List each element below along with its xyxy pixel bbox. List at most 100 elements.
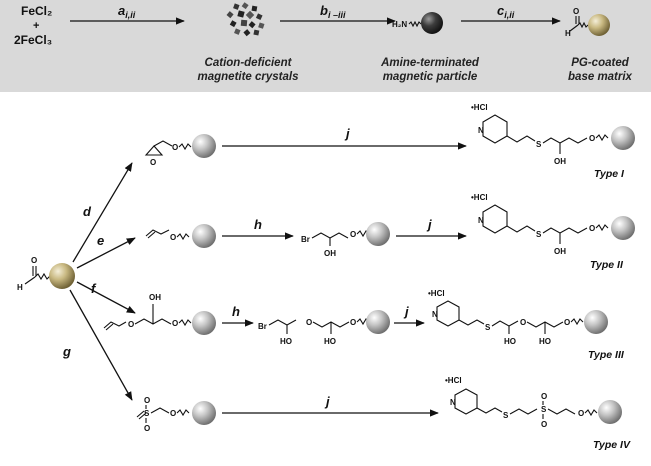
type1-bead [611,126,635,150]
sulfone-o-top-4b: O [541,392,547,401]
row1-step-j: j [344,126,350,141]
synthesis-band [0,0,651,92]
type-3-label: Type III [588,349,625,361]
hydroxyl-3a: OH [149,293,161,302]
caption-amine-line2: magnetic particle [383,71,478,83]
caption-magnetite-line2: magnetite crystals [198,71,299,83]
ether-oxygen-2c: O [589,224,595,233]
step-f-label: f [91,281,97,296]
aldehyde-linker [577,21,589,29]
row2-step-h: h [254,217,262,232]
allyl-bead-3 [192,311,216,335]
ether-oxygen-1: O [172,143,178,152]
step-g-label: g [62,344,71,359]
amine-particle-bead [421,12,443,34]
amine-group-label: H₂N [392,20,407,29]
start-pg-bead [49,263,75,289]
row2-step-j: j [426,217,432,232]
bromine-2: Br [301,235,310,244]
caption-pg-line2: base matrix [568,71,633,83]
allyl-bead-2 [192,224,216,248]
row-type-1: O O j •HCl N S OH O Type I [144,103,635,180]
sulfone-o-top-4: O [144,396,150,405]
allyl-chain-3 [103,321,127,329]
sulfur-3: S [485,323,491,332]
hydroxyl-2b: OH [554,247,566,256]
sulfone-s-4b: S [541,405,547,414]
aldehyde-bead-start: O H [17,256,75,292]
ether-oxygen-3a: O [128,320,134,329]
hcl-salt-2: •HCl [471,193,488,202]
type4-bead [598,400,622,424]
sulfone-s-4: S [144,409,150,418]
reactant-fecl3: 2FeCl₃ [14,33,52,47]
row3-step-j: j [403,304,409,319]
step-c-label: ci,ii [497,3,515,20]
hydroxyl-3d: HO [504,337,516,346]
reactant-fecl2: FeCl₂ [21,4,52,18]
ether-oxygen-3d: O [350,318,356,327]
arrow-branch-e [76,237,136,269]
row-type-4: O S O O j •HCl N S O S O O Type IV [136,376,631,451]
pyridine-n-3: N [432,310,438,319]
pyridine-ring-3 [436,300,460,327]
aldehyde-oxygen: O [573,7,579,16]
amine-linker [408,20,422,28]
ether-oxygen-3b: O [172,319,178,328]
row4-step-j: j [324,394,330,409]
reactant-plus: + [33,20,39,32]
arrow-branch-d [72,162,133,263]
ether-oxygen-1b: O [589,134,595,143]
ether-oxygen-2b: O [350,230,356,239]
sulfur-4: S [503,411,509,420]
caption-pg-line1: PG-coated [571,57,629,69]
hydroxyl-1: OH [554,157,566,166]
hcl-salt-3: •HCl [428,289,445,298]
ether-oxygen-3c: O [306,318,312,327]
step-d-label: d [83,204,92,219]
arrow-branch-f [76,281,136,314]
sulfone-o-bottom-4: O [144,424,150,433]
aldehyde-hydrogen: H [565,29,571,38]
hydroxyl-3e: HO [539,337,551,346]
pyridine-n-4: N [450,398,456,407]
type3-bead [584,310,608,334]
magnetite-crystals-cluster [226,2,265,37]
pg-coated-bead [588,14,610,36]
type-1-label: Type I [594,168,625,180]
epoxide-oxygen: O [150,158,156,167]
hydroxyl-3c: HO [324,337,336,346]
pyridine-n-1: N [478,126,484,135]
start-aldehyde-oxygen: O [31,256,37,265]
sulfur-2: S [536,230,542,239]
hcl-salt-4: •HCl [445,376,462,385]
sulfone-o-bottom-4b: O [541,420,547,429]
type-4-label: Type IV [593,439,631,451]
type-2-label: Type II [590,259,624,271]
pyridine-ring-2 [482,204,508,234]
ether-oxygen-3e: O [520,318,526,327]
hydroxyl-2a: OH [324,249,336,258]
bromo-bead-2 [366,222,390,246]
caption-amine-line1: Amine-terminated [380,57,480,69]
top-synthesis-row: FeCl₂ + 2FeCl₃ ai,ii Cation-deficient ma… [14,2,633,83]
sulfone-bead-4 [192,401,216,425]
bromo-bead-3 [366,310,390,334]
type2-bead [611,216,635,240]
row-type-3: O OH O h Br HO O HO O j •HCl N S HO O HO… [103,289,625,361]
arrow-branch-g [69,289,133,401]
allyl-chain-2 [145,229,170,237]
ether-oxygen-4b: O [578,409,584,418]
pyridine-ring-4 [454,388,478,415]
epoxide-bead [192,134,216,158]
hcl-salt-1: •HCl [471,103,488,112]
hydroxyl-3b: HO [280,337,292,346]
step-a-label: ai,ii [118,3,136,20]
caption-magnetite-line1: Cation-deficient [205,57,293,69]
step-e-label: e [97,233,104,248]
bromine-3: Br [258,322,267,331]
row-type-2: O h Br OH O j •HCl N S OH O Type II [145,193,635,271]
epoxide-ring [144,145,164,156]
step-b-label: bi –iii [320,3,346,20]
